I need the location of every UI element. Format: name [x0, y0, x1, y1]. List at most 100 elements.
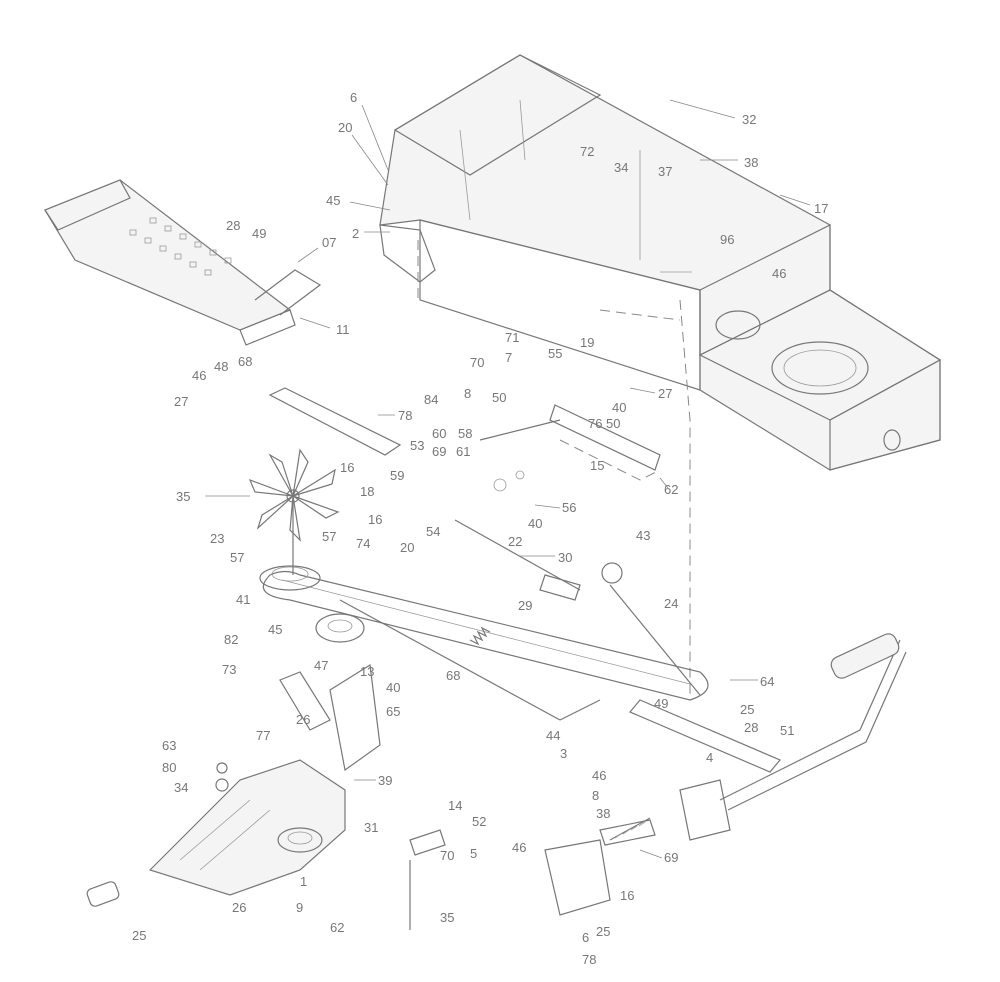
transaxle — [148, 759, 346, 896]
callout-label: 15 — [590, 458, 604, 473]
callout-label: 68 — [446, 668, 460, 683]
callout-label: 35 — [176, 489, 190, 504]
callout-label: 58 — [458, 426, 472, 441]
callout-label: 45 — [326, 193, 340, 208]
callout-label: 11 — [336, 322, 350, 337]
callout-label: 34 — [174, 780, 188, 795]
callout-label: 6 — [350, 90, 357, 105]
callout-label: 52 — [472, 814, 486, 829]
pivot-plate — [279, 663, 381, 772]
callout-label: 27 — [658, 386, 672, 401]
callout-label: 49 — [654, 696, 668, 711]
callout-label: 47 — [314, 658, 328, 673]
callout-label: 1 — [300, 874, 307, 889]
callout-label: 49 — [252, 226, 266, 241]
callout-label: 16 — [368, 512, 382, 527]
callout-label: 4 — [706, 750, 713, 765]
callout-label: 59 — [390, 468, 404, 483]
callout-label: 26 — [232, 900, 246, 915]
pedal-assembly — [629, 633, 907, 841]
callout-label: 63 — [162, 738, 176, 753]
callout-label: 19 — [580, 335, 594, 350]
callout-label: 70 — [440, 848, 454, 863]
callout-label: 35 — [440, 910, 454, 925]
callout-label: 32 — [742, 112, 756, 127]
callout-label: 71 — [505, 330, 519, 345]
drive-belt — [262, 570, 709, 701]
callout-label: 77 — [256, 728, 270, 743]
callout-label: 74 — [356, 536, 370, 551]
callout-label: 28 — [226, 218, 240, 233]
callout-label: 54 — [426, 524, 440, 539]
callout-label: 20 — [400, 540, 414, 555]
callout-label: 40 — [612, 400, 626, 415]
callout-label: 16 — [620, 888, 634, 903]
callout-label: 23 — [210, 531, 224, 546]
callout-label: 51 — [780, 723, 794, 738]
callout-label: 17 — [814, 201, 828, 216]
callout-label: 43 — [636, 528, 650, 543]
assembly-lines — [417, 240, 691, 700]
callout-label: 29 — [518, 598, 532, 613]
callout-label: 8 — [592, 788, 599, 803]
callout-label: 69 — [664, 850, 678, 865]
callout-label: 40 — [528, 516, 542, 531]
callout-label: 50 — [492, 390, 506, 405]
callout-label: 5 — [470, 846, 477, 861]
callout-label: 8 — [464, 386, 471, 401]
callout-label: 46 — [512, 840, 526, 855]
callout-label: 25 — [740, 702, 754, 717]
callout-label: 48 — [214, 359, 228, 374]
callout-label: 64 — [760, 674, 774, 689]
callout-label: 28 — [744, 720, 758, 735]
callout-label: 78 — [582, 952, 596, 967]
main-frame — [379, 54, 942, 471]
callout-label: 13 — [360, 664, 374, 679]
callout-label: 82 — [224, 632, 238, 647]
callout-label: 3 — [560, 746, 567, 761]
callout-label: 45 — [268, 622, 282, 637]
callout-label: 68 — [238, 354, 252, 369]
callout-label: 30 — [558, 550, 572, 565]
callout-label: 70 — [470, 355, 484, 370]
callout-label: 25 — [132, 928, 146, 943]
callout-label: 18 — [360, 484, 374, 499]
brake-bracket — [409, 817, 656, 930]
idler-pulley — [315, 613, 365, 643]
callout-label: 53 — [410, 438, 424, 453]
callout-label: 41 — [236, 592, 250, 607]
callout-label: 31 — [364, 820, 378, 835]
brake-rod — [339, 599, 601, 721]
callout-label: 57 — [322, 529, 336, 544]
callout-label: 57 — [230, 550, 244, 565]
platform-treads — [129, 217, 232, 276]
callout-label: 20 — [338, 120, 352, 135]
callout-label: 72 — [580, 144, 594, 159]
callout-label: 84 — [424, 392, 438, 407]
callout-label: 25 — [596, 924, 610, 939]
callout-label: 60 — [432, 426, 446, 441]
footrest-platform — [44, 179, 322, 346]
callout-label: 62 — [330, 920, 344, 935]
callout-label: 37 — [658, 164, 672, 179]
callout-label: 44 — [546, 728, 560, 743]
callout-label: 7 — [505, 350, 512, 365]
callout-label: 65 — [386, 704, 400, 719]
callout-label: 27 — [174, 394, 188, 409]
clutch-linkage — [454, 404, 701, 696]
callout-label: 14 — [448, 798, 462, 813]
callout-label: 38 — [596, 806, 610, 821]
callout-label: 16 — [340, 460, 354, 475]
callout-label: 6 — [582, 930, 589, 945]
callout-label: 34 — [614, 160, 628, 175]
callout-label: 78 — [398, 408, 412, 423]
callout-label: 39 — [378, 773, 392, 788]
callout-label: 62 — [664, 482, 678, 497]
callout-label: 46 — [772, 266, 786, 281]
callout-label: 07 — [322, 235, 336, 250]
callout-labels: 6 20 45 2 32 72 34 37 38 17 96 28 49 07 … — [132, 90, 828, 967]
engine-pulley — [259, 565, 321, 591]
axle-spacer — [86, 881, 120, 907]
callout-label: 46 — [192, 368, 206, 383]
